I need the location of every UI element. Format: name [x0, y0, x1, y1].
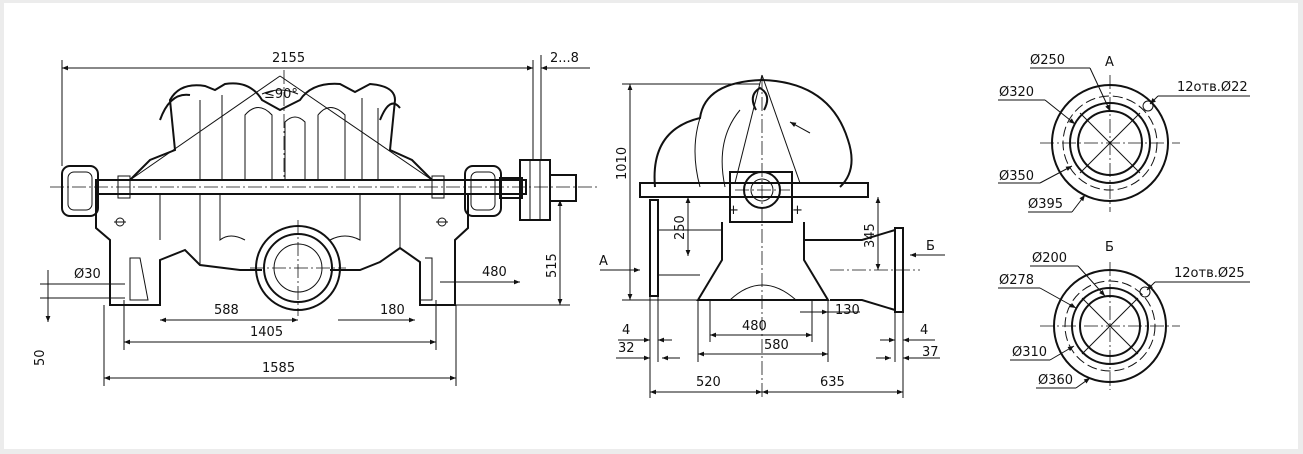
- dim-480-front: 480: [482, 265, 507, 280]
- flange-b-view: Б Ø200 Ø278 Ø310 Ø360 12отв.Ø25: [998, 240, 1250, 390]
- dim-32: 32: [618, 341, 635, 356]
- dim-2-8: 2...8: [550, 51, 579, 66]
- dim-588: 588: [214, 303, 239, 318]
- dim-4-right: 4: [920, 323, 928, 338]
- dim-1585: 1585: [262, 361, 295, 376]
- dim-180: 180: [380, 303, 405, 318]
- dim-520: 520: [696, 375, 721, 390]
- dim-515: 515: [545, 253, 560, 278]
- dim-4-left: 4: [622, 323, 630, 338]
- dim-37: 37: [922, 345, 939, 360]
- front-view: 2155 2...8 ≤90° Ø30 480 515 588 180 1405: [33, 51, 600, 386]
- flange-b-d-outer: Ø360: [1038, 373, 1073, 388]
- svg-text:+: +: [792, 203, 803, 218]
- flange-a-d-bolt: Ø350: [999, 169, 1034, 184]
- dim-2155: 2155: [272, 51, 305, 66]
- flange-a-holes: 12отв.Ø22: [1177, 80, 1248, 95]
- drawing-sheet: 2155 2...8 ≤90° Ø30 480 515 588 180 1405: [4, 3, 1298, 449]
- flange-a-title: A: [1105, 55, 1114, 70]
- flange-a-d-outer: Ø395: [1028, 197, 1063, 212]
- dim-130: 130: [835, 303, 860, 318]
- dim-1405: 1405: [250, 325, 283, 340]
- dim-250: 250: [673, 215, 688, 240]
- dim-345: 345: [863, 223, 878, 248]
- svg-text:+: +: [728, 203, 739, 218]
- flange-a-view: A Ø250 Ø320 Ø350 Ø395 12отв.Ø22: [998, 53, 1250, 213]
- dim-635: 635: [820, 375, 845, 390]
- flange-b-holes: 12отв.Ø25: [1174, 266, 1245, 281]
- dim-480-side: 480: [742, 319, 767, 334]
- flange-b-d-raised: Ø278: [999, 273, 1034, 288]
- flange-b-d-inner: Ø200: [1032, 251, 1067, 266]
- dim-1010: 1010: [615, 147, 630, 180]
- side-view: + + 1010 250 345 A Б 130 480 580: [599, 74, 945, 400]
- view-a-label: A: [599, 254, 608, 269]
- dim-50: 50: [33, 349, 48, 366]
- flange-b-d-bolt: Ø310: [1012, 345, 1047, 360]
- flange-a-d-inner: Ø250: [1030, 53, 1065, 68]
- flange-b-title: Б: [1105, 240, 1114, 255]
- view-b-label: Б: [926, 239, 935, 254]
- dim-angle: ≤90°: [264, 87, 298, 102]
- flange-a-d-raised: Ø320: [999, 85, 1034, 100]
- dim-580: 580: [764, 338, 789, 353]
- pump-drawing: 2155 2...8 ≤90° Ø30 480 515 588 180 1405: [33, 51, 1250, 400]
- dim-hole-dia: Ø30: [74, 267, 101, 282]
